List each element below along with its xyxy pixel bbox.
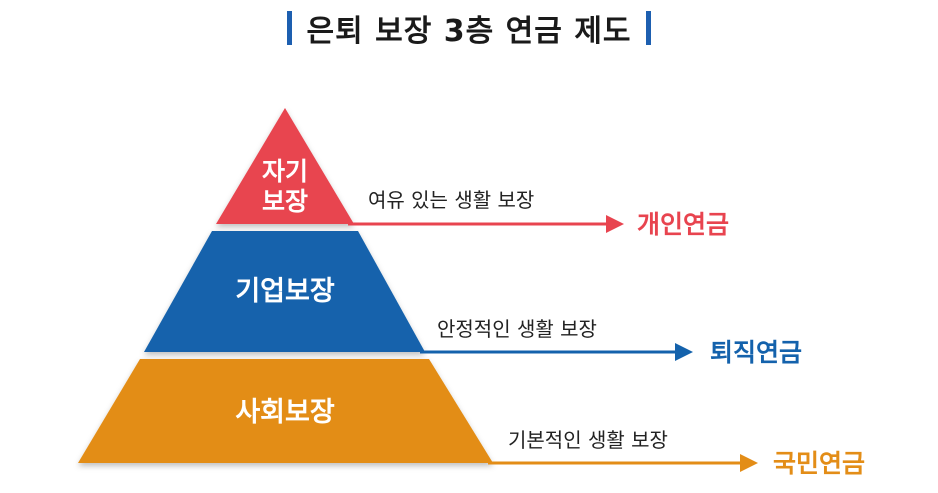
pyramid-tier-middle	[144, 231, 425, 352]
page-title: 은퇴 보장 3층 연금 제도	[306, 14, 632, 49]
tier-label-self-line1: 자기	[262, 157, 308, 186]
pension-label-personal: 개인연금	[637, 210, 729, 239]
pyramid-tier-top	[216, 108, 354, 224]
tier-label-social: 사회보장	[235, 397, 335, 428]
arrow-head-social	[740, 454, 758, 472]
pension-label-retirement: 퇴직연금	[710, 338, 802, 367]
tier-description-corporate: 안정적인 생활 보장	[437, 317, 597, 341]
tier-description-social: 기본적인 생활 보장	[508, 428, 668, 452]
pyramid-tier-bottom	[78, 359, 493, 463]
arrow-head-corporate	[675, 343, 693, 361]
title-area: 은퇴 보장 3층 연금 제도	[0, 6, 938, 50]
pension-label-national: 국민연금	[773, 449, 865, 478]
tier-label-corporate: 기업보장	[235, 276, 335, 307]
title-bar-left	[287, 11, 293, 45]
title-bar-right	[645, 11, 651, 45]
arrow-head-self	[606, 215, 624, 233]
tier-label-self-line2: 보장	[262, 187, 308, 216]
tier-description-self: 여유 있는 생활 보장	[368, 188, 534, 212]
